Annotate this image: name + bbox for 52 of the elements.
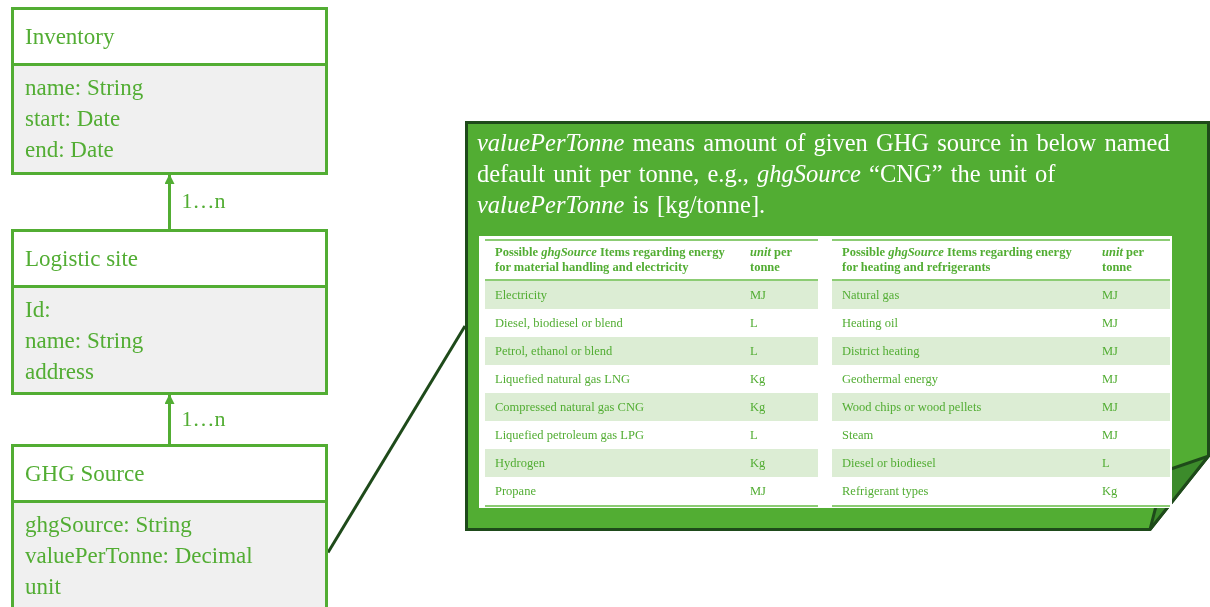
unit-value: MJ	[1092, 337, 1170, 365]
connector-line	[326, 325, 467, 554]
unit-value: MJ	[740, 280, 818, 309]
class-name: GHG Source	[25, 461, 145, 486]
attribute-text: address	[25, 358, 95, 386]
attribute-text: unit	[25, 573, 62, 601]
item-name: Geothermal energy	[832, 365, 1092, 393]
attribute-text: ghgSource: String	[25, 511, 193, 539]
item-name: Compressed natural gas CNG	[485, 393, 740, 421]
class-box	[11, 7, 328, 175]
unit-value: MJ	[1092, 393, 1170, 421]
unit-value: MJ	[1092, 421, 1170, 449]
class-box	[11, 229, 328, 395]
item-name: District heating	[832, 337, 1092, 365]
attribute-text: name: String	[25, 74, 145, 102]
unit-value: Kg	[740, 365, 818, 393]
item-name: Heating oil	[832, 309, 1092, 337]
arrow	[164, 394, 175, 444]
attribute-text: start: Date	[25, 105, 122, 133]
unit-value: MJ	[1092, 365, 1170, 393]
attribute-text: end: Date	[25, 136, 115, 164]
attribute-text: Id:	[25, 296, 52, 324]
unit-value: L	[740, 421, 818, 449]
arrow	[164, 174, 175, 229]
class-name: Logistic site	[25, 246, 139, 271]
item-name: Wood chips or wood pellets	[832, 393, 1092, 421]
item-name: Diesel, biodiesel or blend	[485, 309, 740, 337]
note-text: valuePerTonne means amount of given GHG source in below named default unit per tonne, e.g., ghgSource “CNG” the unit of valuePerTonne is [kg/tonne].	[477, 128, 1171, 220]
attribute-text: name: String	[25, 327, 145, 355]
unit-value: Kg	[740, 393, 818, 421]
item-name: Liquefied petroleum gas LPG	[485, 421, 740, 449]
unit-value: MJ	[740, 477, 818, 506]
item-name: Hydrogen	[485, 449, 740, 477]
class-name: Inventory	[25, 24, 115, 49]
item-name: Diesel or biodiesel	[832, 449, 1092, 477]
class-box	[11, 444, 328, 607]
attribute-text: valuePerTonne: Decimal	[25, 542, 254, 570]
unit-value: L	[1092, 449, 1170, 477]
unit-value: MJ	[1092, 280, 1170, 309]
item-name: Steam	[832, 421, 1092, 449]
unit-value: Kg	[740, 449, 818, 477]
unit-value: L	[740, 337, 818, 365]
item-name: Petrol, ethanol or blend	[485, 337, 740, 365]
item-name: Natural gas	[832, 280, 1092, 309]
item-name: Propane	[485, 477, 740, 506]
item-name: Electricity	[485, 280, 740, 309]
unit-value: MJ	[1092, 309, 1170, 337]
note-box	[465, 121, 1210, 531]
item-name: Liquefied natural gas LNG	[485, 365, 740, 393]
unit-value: L	[740, 309, 818, 337]
unit-value: Kg	[1092, 477, 1170, 506]
item-name: Refrigerant types	[832, 477, 1092, 506]
